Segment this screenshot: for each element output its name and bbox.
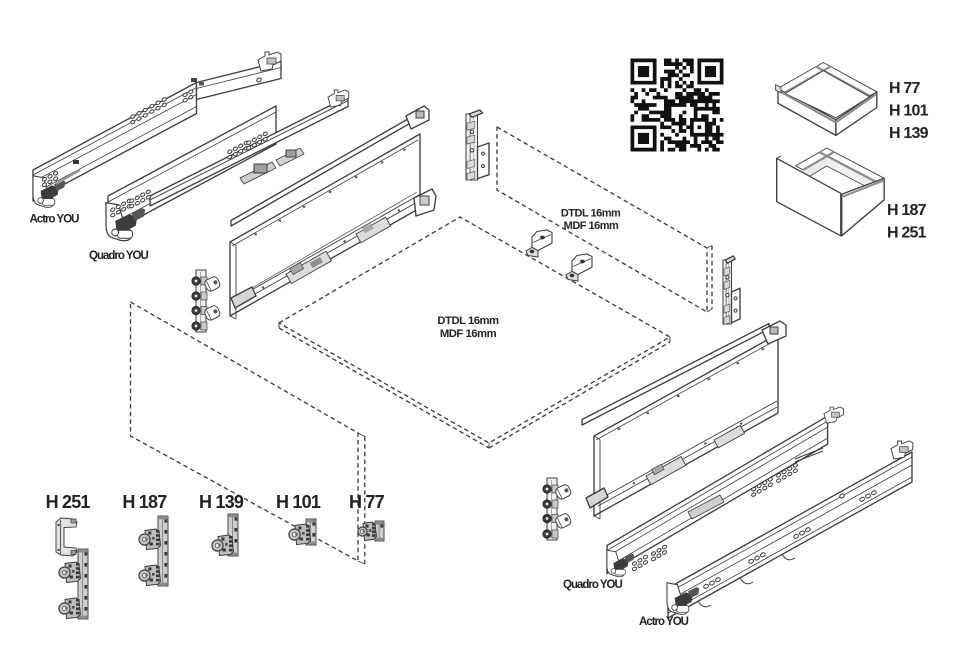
svg-text:H 101: H 101 bbox=[889, 103, 929, 120]
svg-text:Quadro YOU: Quadro YOU bbox=[89, 250, 148, 262]
svg-text:H 139: H 139 bbox=[199, 492, 244, 512]
svg-text:H 139: H 139 bbox=[889, 125, 929, 142]
svg-text:H 77: H 77 bbox=[889, 80, 920, 97]
svg-text:H 187: H 187 bbox=[122, 492, 167, 512]
svg-text:DTDL 16mm: DTDL 16mm bbox=[437, 315, 499, 327]
svg-text:H 251: H 251 bbox=[887, 225, 927, 242]
svg-text:Actro YOU: Actro YOU bbox=[639, 616, 689, 628]
svg-text:MDF 16mm: MDF 16mm bbox=[564, 220, 619, 232]
svg-text:H 251: H 251 bbox=[46, 492, 91, 512]
svg-text:H 187: H 187 bbox=[887, 202, 927, 219]
svg-text:Quadro YOU: Quadro YOU bbox=[563, 579, 622, 591]
svg-text:H 101: H 101 bbox=[276, 492, 321, 512]
svg-text:H 77: H 77 bbox=[349, 492, 385, 512]
svg-text:MDF 16mm: MDF 16mm bbox=[440, 328, 497, 340]
svg-text:DTDL 16mm: DTDL 16mm bbox=[561, 208, 621, 220]
svg-text:Actro YOU: Actro YOU bbox=[30, 214, 80, 226]
